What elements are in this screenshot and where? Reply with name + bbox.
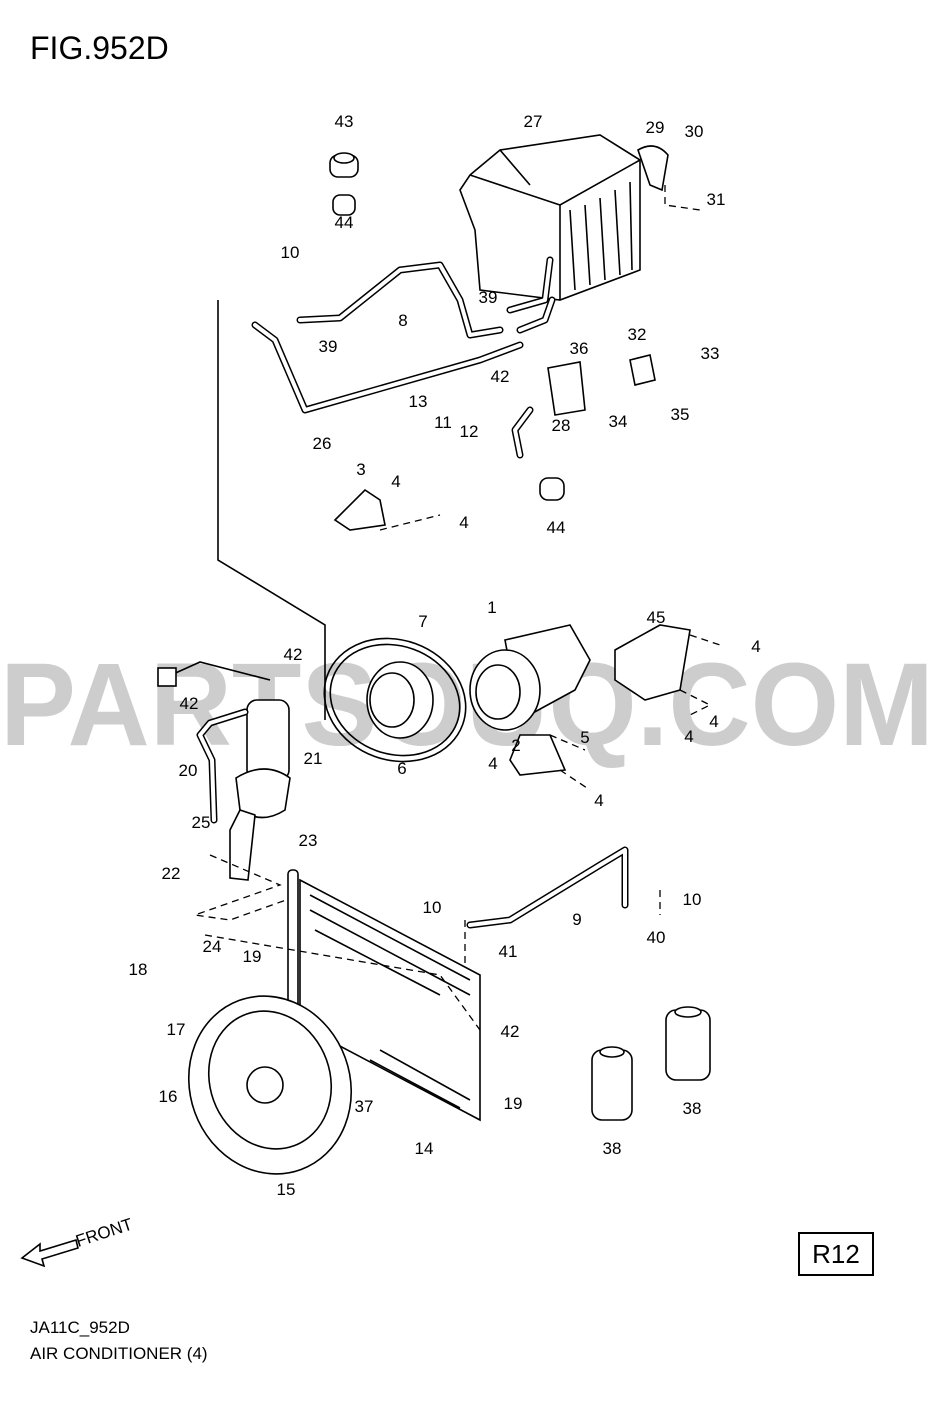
filter-38a[interactable] [591, 1046, 633, 1121]
callout-8[interactable]: 8 [398, 311, 407, 330]
pipe-20[interactable] [196, 708, 249, 824]
bracket-2[interactable] [509, 734, 567, 776]
callout-38[interactable]: 38 [683, 1099, 702, 1118]
callout-37[interactable]: 37 [355, 1097, 374, 1116]
callout-10[interactable]: 10 [423, 898, 442, 917]
callout-42[interactable]: 42 [284, 645, 303, 664]
pipe-8[interactable] [296, 261, 504, 339]
callout-19[interactable]: 19 [504, 1094, 523, 1113]
callout-41[interactable]: 41 [499, 942, 518, 961]
callout-20[interactable]: 20 [179, 761, 198, 780]
drive-belt-7[interactable] [307, 619, 483, 781]
evaporator-unit[interactable] [459, 134, 641, 301]
footer-section: AIR CONDITIONER (4) [30, 1344, 208, 1363]
bracket-3[interactable] [333, 488, 386, 531]
callout-11[interactable]: 11 [434, 413, 452, 432]
callout-29[interactable]: 29 [646, 118, 665, 137]
callout-4[interactable]: 4 [751, 637, 760, 656]
callout-34[interactable]: 34 [609, 412, 628, 431]
callout-4[interactable]: 4 [709, 712, 718, 731]
callout-39[interactable]: 39 [479, 288, 498, 307]
receiver-drier-21[interactable] [157, 661, 290, 781]
callout-25[interactable]: 25 [192, 813, 211, 832]
watermark: PARTSOUQ.COM [0, 639, 934, 771]
bracket-36[interactable] [547, 361, 586, 416]
callout-4[interactable]: 4 [488, 754, 497, 773]
callout-31[interactable]: 31 [707, 190, 726, 209]
filter-38b[interactable] [665, 1006, 711, 1081]
callout-17[interactable]: 17 [167, 1020, 186, 1039]
callout-2[interactable]: 2 [511, 736, 520, 755]
callout-28[interactable]: 28 [552, 416, 571, 435]
refrigerant-badge: R12 [798, 1232, 874, 1276]
callout-39[interactable]: 39 [319, 337, 338, 356]
bracket-32[interactable] [629, 354, 656, 386]
callout-9[interactable]: 9 [572, 910, 581, 929]
callout-45[interactable]: 45 [647, 608, 666, 627]
callout-12[interactable]: 12 [460, 422, 479, 441]
grommet-44[interactable] [332, 194, 356, 216]
callout-44[interactable]: 44 [335, 213, 354, 232]
callout-38[interactable]: 38 [603, 1139, 622, 1158]
footer-code: JA11C_952D [30, 1318, 130, 1337]
callout-30[interactable]: 30 [685, 122, 704, 141]
callout-32[interactable]: 32 [628, 325, 647, 344]
callout-5[interactable]: 5 [580, 728, 589, 747]
callout-40[interactable]: 40 [647, 928, 666, 947]
callout-6[interactable]: 6 [397, 759, 406, 778]
callout-26[interactable]: 26 [313, 434, 332, 453]
callout-14[interactable]: 14 [415, 1139, 434, 1158]
callout-10[interactable]: 10 [683, 890, 702, 909]
front-label: FRONT [73, 1215, 135, 1251]
callout-4[interactable]: 4 [594, 791, 603, 810]
callout-18[interactable]: 18 [129, 960, 148, 979]
bracket-22[interactable] [229, 768, 291, 881]
callout-36[interactable]: 36 [570, 339, 589, 358]
callout-15[interactable]: 15 [277, 1180, 296, 1199]
callout-16[interactable]: 16 [159, 1087, 178, 1106]
callout-42[interactable]: 42 [180, 694, 199, 713]
callout-4[interactable]: 4 [684, 727, 693, 746]
callout-3[interactable]: 3 [356, 460, 365, 479]
pipe-evap-outlet[interactable] [506, 256, 556, 334]
grommet-44b[interactable] [539, 477, 565, 501]
callout-22[interactable]: 22 [162, 864, 181, 883]
bracket-29[interactable] [637, 145, 669, 192]
front-arrow-icon [20, 1238, 79, 1268]
magnetic-clutch-6[interactable] [366, 661, 434, 739]
callout-42[interactable]: 42 [501, 1022, 520, 1041]
callout-19[interactable]: 19 [243, 947, 262, 966]
callout-44[interactable]: 44 [547, 518, 566, 537]
callout-27[interactable]: 27 [524, 112, 543, 131]
pipe-9[interactable] [466, 846, 629, 929]
grommet-43[interactable] [329, 152, 359, 178]
callout-10[interactable]: 10 [281, 243, 300, 262]
pipe-26[interactable] [251, 321, 524, 414]
compressor-1[interactable] [469, 624, 591, 731]
cooling-fan-16[interactable] [164, 973, 376, 1197]
callout-23[interactable]: 23 [299, 831, 318, 850]
callout-1[interactable]: 1 [487, 598, 496, 617]
figure-title: FIG.952D [30, 30, 169, 66]
callout-24[interactable]: 24 [203, 937, 222, 956]
drain-hose-28[interactable] [511, 406, 534, 459]
callout-42[interactable]: 42 [491, 367, 510, 386]
callout-35[interactable]: 35 [671, 405, 690, 424]
callout-33[interactable]: 33 [701, 344, 720, 363]
callout-4[interactable]: 4 [391, 472, 400, 491]
callout-43[interactable]: 43 [335, 112, 354, 131]
callout-7[interactable]: 7 [418, 612, 427, 631]
callout-13[interactable]: 13 [409, 392, 428, 411]
callout-4[interactable]: 4 [459, 513, 468, 532]
callout-21[interactable]: 21 [304, 749, 323, 768]
